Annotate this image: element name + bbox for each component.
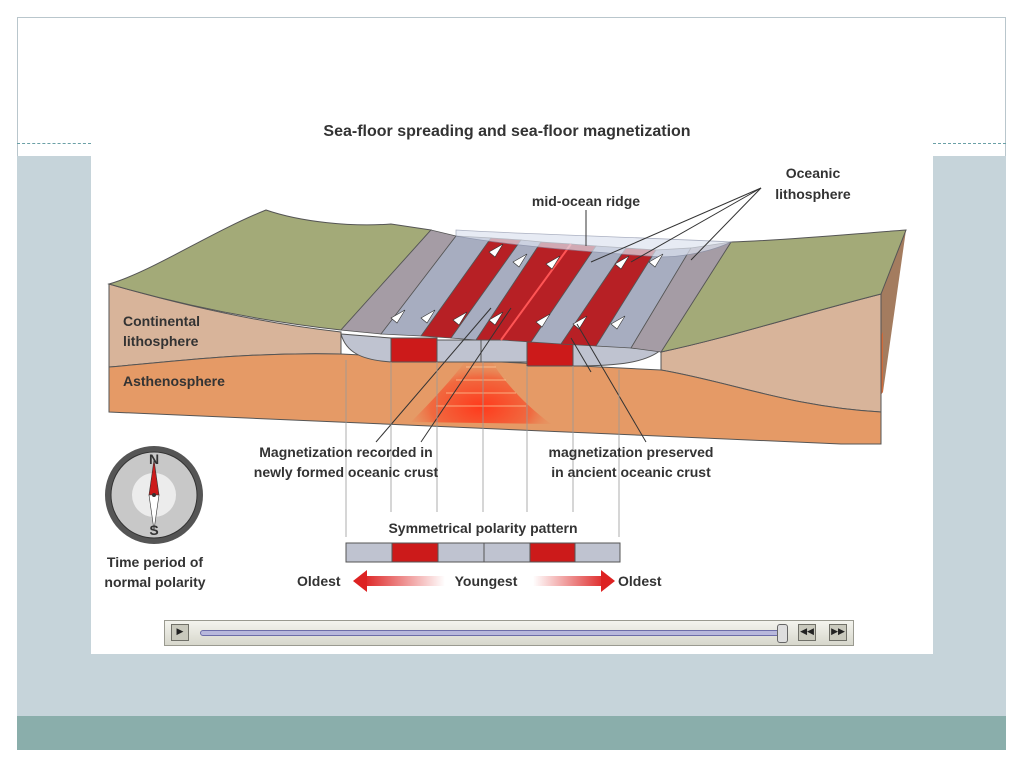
new-crust-label: Magnetization recorded in [259, 444, 432, 460]
magma-bands [436, 366, 526, 407]
leader-lines [375, 187, 762, 443]
block-diagram [107, 209, 907, 445]
continental-lithosphere-label: Continental [123, 313, 200, 329]
ancient-crust-label-2: in ancient oceanic crust [551, 464, 711, 480]
polarity-bar [345, 542, 621, 563]
divider-left [17, 143, 91, 144]
ancient-crust-label: magnetization preserved [549, 444, 714, 460]
magma-plume [411, 340, 551, 424]
fast-forward-button[interactable]: ▶▶ [829, 624, 847, 641]
play-icon: ▶ [176, 627, 184, 637]
age-arrows [353, 570, 615, 592]
compass-icon [105, 446, 203, 544]
youngest-label: Youngest [455, 573, 518, 589]
oceanic-lithosphere-label-2: lithosphere [775, 186, 851, 202]
magnetization-arrows [390, 243, 664, 330]
symmetrical-pattern-label: Symmetrical polarity pattern [388, 520, 577, 536]
oldest-left-label: Oldest [297, 573, 341, 589]
oceanic-lithosphere-label: Oceanic [786, 165, 841, 181]
diagram-panel: Sea-floor spreading and sea-floor magnet… [91, 112, 933, 654]
polarity-stripe [345, 542, 393, 563]
polarity-stripe [391, 542, 439, 563]
asthenosphere-label: Asthenosphere [123, 373, 225, 389]
compass-south-label: S [149, 522, 158, 538]
mid-ocean-ridge-label: mid-ocean ridge [532, 193, 640, 209]
continental-lithosphere-label-2: lithosphere [123, 333, 199, 349]
polarity-stripe [574, 542, 621, 563]
footer-bar [17, 716, 1006, 750]
rewind-button[interactable]: ◀◀ [798, 624, 816, 641]
diagram-title: Sea-floor spreading and sea-floor magnet… [323, 123, 690, 140]
compass-caption-2: normal polarity [104, 574, 205, 590]
compass-caption: Time period of [107, 554, 204, 570]
fast-forward-icon: ▶▶ [831, 627, 845, 637]
polarity-stripe [483, 542, 531, 563]
new-crust-label-2: newly formed oceanic crust [254, 464, 439, 480]
progress-thumb[interactable] [777, 624, 788, 643]
rewind-icon: ◀◀ [800, 627, 814, 637]
compass-north-label: N [149, 451, 159, 467]
polarity-stripe [529, 542, 576, 563]
seafloor-stripes [340, 229, 732, 353]
polarity-stripe [437, 542, 485, 563]
media-player: ▶ ◀◀ ▶▶ [164, 620, 854, 646]
land-right [659, 229, 907, 353]
divider-right [933, 143, 1006, 144]
ridge-overlay [455, 229, 733, 258]
polarity-guides [345, 360, 620, 537]
oldest-right-label: Oldest [618, 573, 662, 589]
play-button[interactable]: ▶ [171, 624, 189, 641]
land-left [107, 209, 432, 331]
progress-track[interactable] [200, 630, 785, 636]
